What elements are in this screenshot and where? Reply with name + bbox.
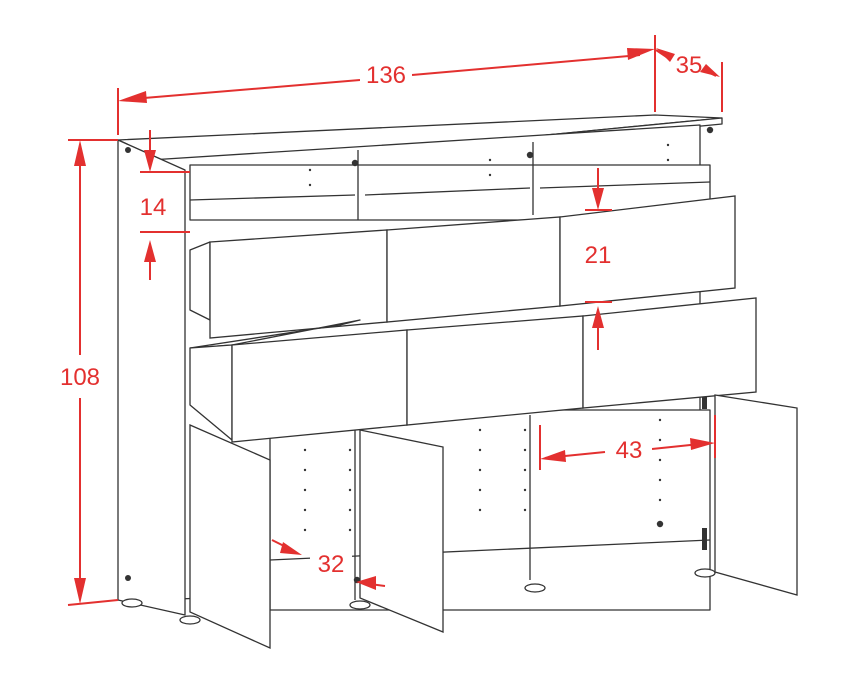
lower-drawers [189, 297, 757, 443]
door-right[interactable] [714, 394, 798, 596]
drawer-front[interactable] [231, 329, 408, 443]
foot [179, 615, 201, 625]
dimension-lines [67, 35, 723, 606]
door-width-label: 43 [616, 437, 643, 464]
drawer-front[interactable] [582, 297, 757, 409]
foot [349, 600, 371, 610]
hinge [702, 397, 707, 409]
drawer-height-label: 21 [585, 242, 612, 269]
door-left-inner[interactable] [359, 429, 444, 633]
height-label: 108 [60, 364, 100, 391]
door-left-outer[interactable] [189, 424, 271, 650]
depth-label: 35 [676, 52, 703, 79]
drawer-front[interactable] [209, 229, 388, 339]
foot [694, 568, 716, 578]
foot [524, 583, 546, 593]
width-label: 136 [366, 62, 406, 89]
drawer-box [189, 241, 211, 321]
foot [121, 598, 143, 608]
side-gap-label: 32 [318, 551, 345, 578]
shelf-gap-label: 14 [140, 194, 167, 221]
drawer-front[interactable] [406, 315, 584, 426]
left-side-panel [117, 139, 186, 616]
drawer-front[interactable] [386, 216, 561, 323]
drawer-front[interactable] [559, 195, 736, 307]
hinge [702, 528, 707, 550]
upper-drawers [189, 195, 736, 339]
doors [189, 394, 798, 650]
